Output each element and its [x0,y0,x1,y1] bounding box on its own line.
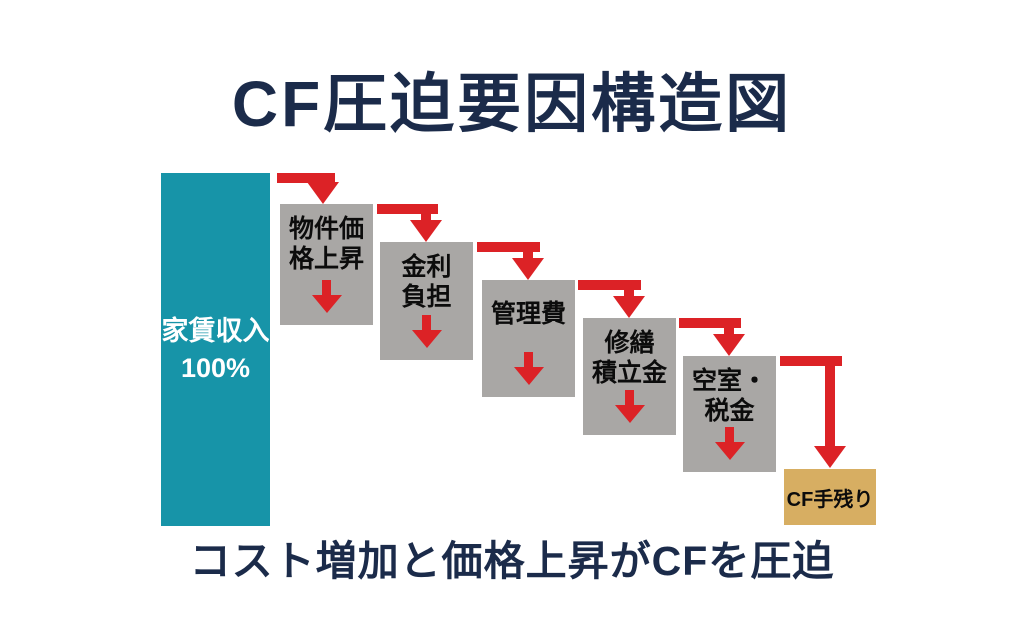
factor-label: 物件価 格上昇 [288,215,364,273]
factor-label: 金利 負担 [401,253,452,311]
decrease-arrow-icon [311,280,342,313]
flow-arrow-head [713,334,745,356]
diagram-title: CF圧迫要因構造図 [231,68,793,140]
cf-remainder-box: CF手残り [784,469,876,525]
factor-label: 管理費 [490,300,566,328]
factor-box-interest-burden: 金利 負担 [380,242,473,360]
flow-arrow-shaft [825,365,835,446]
flow-arrow-head [613,296,645,318]
factor-box-repair-reserve: 修繕 積立金 [583,318,676,435]
flow-arrow-head [410,220,442,242]
flow-arrow-shaft [624,289,634,296]
flow-arrow-shaft [578,280,641,290]
decrease-arrow-icon [614,390,645,423]
decrease-arrow-icon [411,315,442,348]
flow-arrow-shaft [277,173,335,183]
factor-box-management-fee: 管理費 [482,280,575,397]
rent-income-bar: 家賃収入 100% [161,173,270,526]
flow-arrow-shaft [421,213,431,220]
cf-remainder-label: CF手残り [786,488,874,511]
flow-arrow-head [307,182,339,204]
flow-arrow-head [512,258,544,280]
decrease-arrow-icon [714,427,745,460]
factor-box-property-price-rise: 物件価 格上昇 [280,204,373,325]
rent-income-label: 家賃収入 100% [161,316,270,383]
flow-arrow-shaft [724,327,734,334]
decrease-arrow-icon [513,352,544,385]
flow-arrow-shaft [780,356,842,366]
flow-arrow-shaft [377,204,438,214]
flow-arrow-shaft [523,251,533,258]
factor-box-vacancy-tax: 空室・ 税金 [683,356,776,472]
diagram-caption: コスト増加と価格上昇がCFを圧迫 [189,538,835,584]
flow-arrow-head [814,446,846,468]
flow-arrow-shaft [679,318,741,328]
factor-label: 空室・ 税金 [691,367,767,425]
flow-arrow-shaft [477,242,540,252]
factor-label: 修繕 積立金 [591,329,667,387]
